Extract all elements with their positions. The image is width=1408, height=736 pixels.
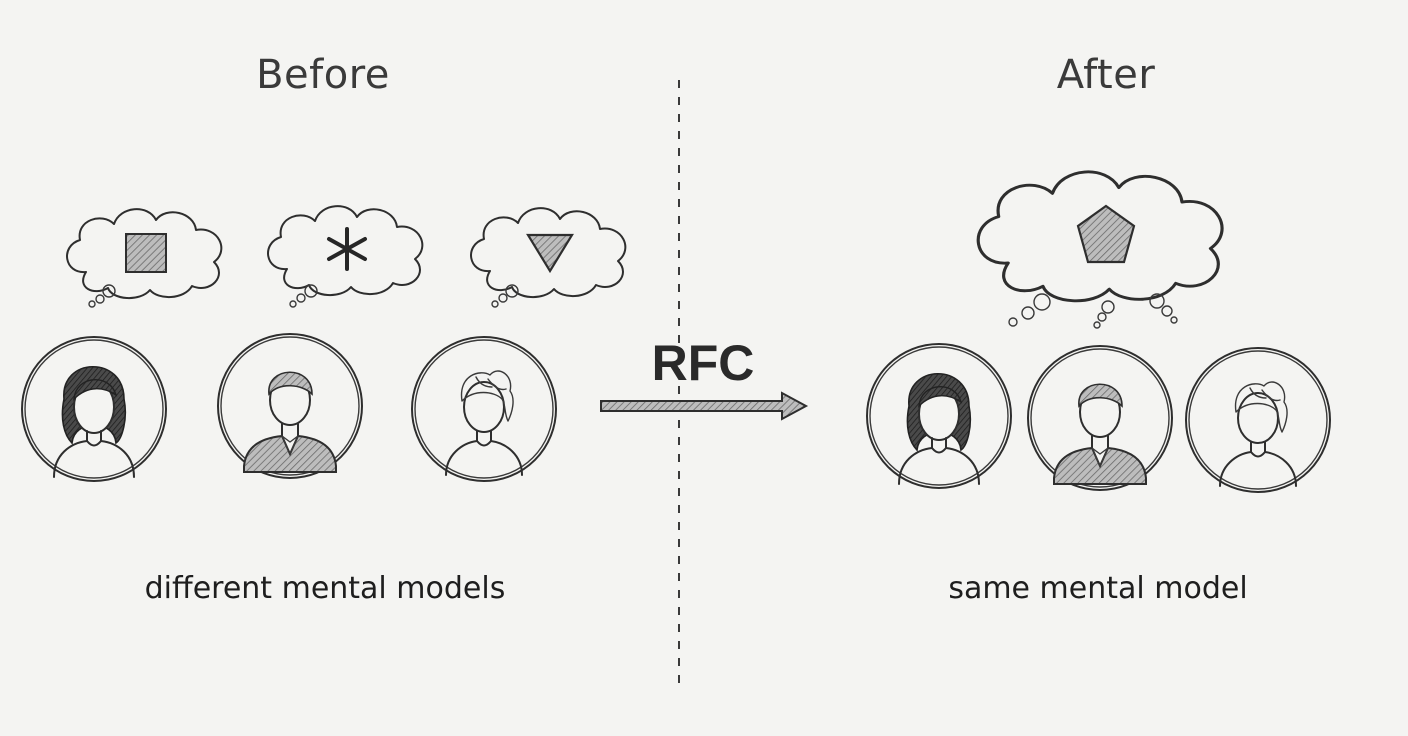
person-5 [1027,345,1173,491]
thought-cloud-3 [470,207,627,299]
person-1 [21,336,167,482]
person-3 [411,336,557,482]
person-man-icon [243,371,337,473]
square-icon [125,233,167,273]
after-heading: After [1057,52,1156,98]
thought-bubbles-2 [289,284,318,308]
person-6 [1185,347,1331,493]
person-man-icon [1053,383,1147,485]
thought-cloud-1 [66,208,223,300]
arrow-right-icon [600,391,809,421]
person-woman-icon [53,365,135,478]
triangle-down-icon [526,233,574,274]
person-2 [217,333,363,479]
person-woman-icon [898,372,980,485]
before-heading: Before [256,52,390,98]
after-caption: same mental model [948,571,1247,606]
shared-thought-bubbles [1008,293,1178,329]
person-short-hair-icon [445,369,523,476]
person-short-hair-icon [1219,380,1297,487]
thought-bubbles-3 [491,284,519,308]
before-caption: different mental models [145,571,506,606]
thought-cloud-2 [267,205,424,297]
rfc-label: RFC [652,335,755,391]
asterisk-icon [327,227,367,271]
person-4 [866,343,1012,489]
pentagon-icon [1076,204,1136,264]
thought-bubbles-1 [88,284,116,308]
